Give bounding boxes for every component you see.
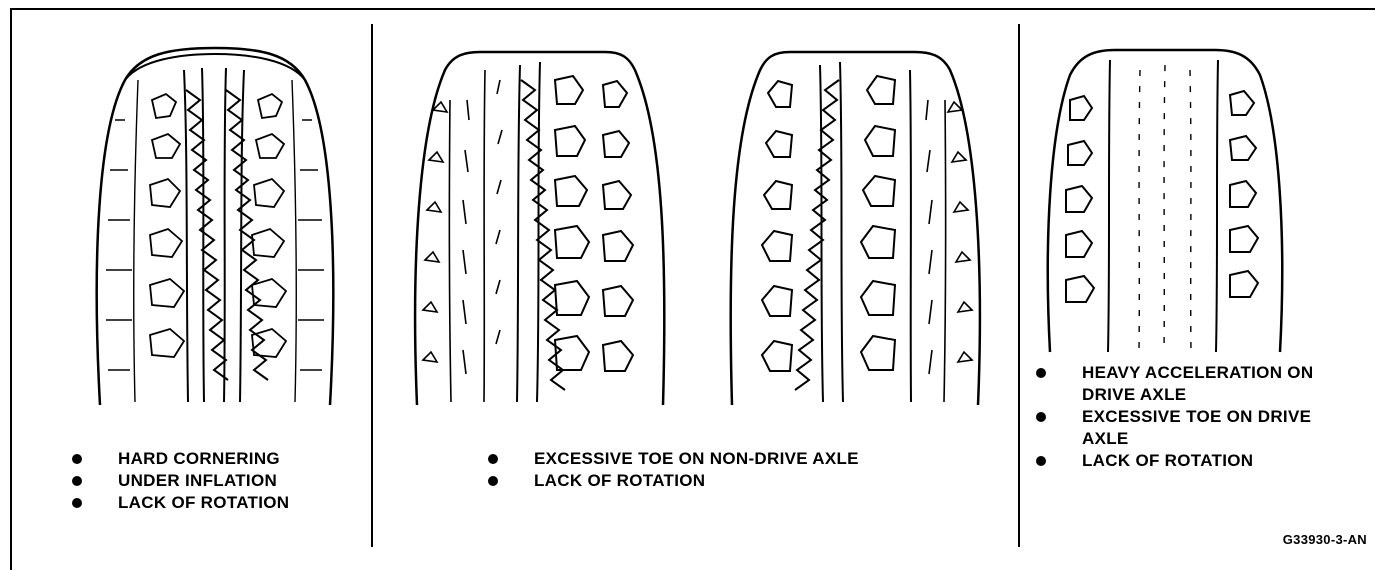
bullet-icon [72,498,82,508]
bullet-icon [1036,368,1046,378]
cause-item: HEAVY ACCELERATION ON DRIVE AXLE [1036,362,1326,406]
bullet-icon [488,476,498,486]
tire-tread-illustration-center-wear [1040,40,1290,355]
cause-list-center-wear: HEAVY ACCELERATION ON DRIVE AXLE EXCESSI… [1036,362,1326,472]
bullet-icon [72,476,82,486]
bullet-icon [1036,456,1046,466]
cause-item: LACK OF ROTATION [488,470,859,492]
bullet-icon [72,454,82,464]
panel-divider-left [371,24,373,547]
cause-list-shoulder-wear: HARD CORNERING UNDER INFLATION LACK OF R… [72,448,289,514]
cause-item: LACK OF ROTATION [1036,450,1326,472]
cause-item: LACK OF ROTATION [72,492,289,514]
cause-item: HARD CORNERING [72,448,289,470]
tire-tread-illustration-shoulder-wear [80,40,350,410]
bullet-icon [1036,412,1046,422]
tire-tread-illustration-toe-wear-left [405,40,675,410]
figure-id-label: G33930-3-AN [1283,532,1367,547]
cause-item: EXCESSIVE TOE ON DRIVE AXLE [1036,406,1326,450]
bullet-icon [488,454,498,464]
tire-tread-illustration-toe-wear-right [720,40,990,410]
cause-list-toe-wear: EXCESSIVE TOE ON NON-DRIVE AXLE LACK OF … [488,448,859,492]
cause-item: EXCESSIVE TOE ON NON-DRIVE AXLE [488,448,859,470]
cause-item: UNDER INFLATION [72,470,289,492]
panel-divider-right [1018,24,1020,547]
